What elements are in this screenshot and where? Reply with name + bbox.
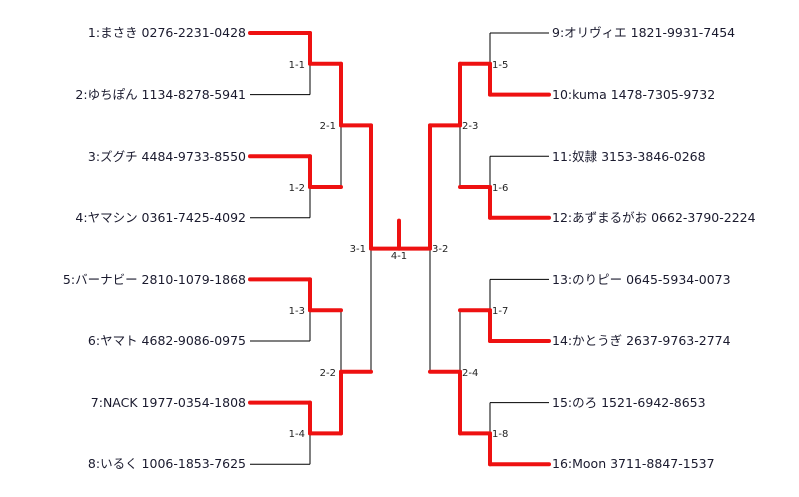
match-label-1-5: 1-5: [492, 60, 508, 71]
match-label-1-4: 1-4: [289, 429, 305, 440]
match-label-1-3: 1-3: [289, 306, 305, 317]
entrant-4: 4:ヤマシン 0361-7425-4092: [75, 210, 246, 225]
entrant-7: 7:NACK 1977-0354-1808: [91, 395, 246, 410]
match-label-1-2: 1-2: [289, 183, 305, 194]
entrant-10: 10:kuma 1478-7305-9732: [552, 87, 715, 102]
entrant-3: 3:ズグチ 4484-9733-8550: [88, 149, 246, 164]
match-labels: 1-1 1-2 1-3 1-4 2-1 2-2 3-1 4-1 3-2 2-3 …: [289, 60, 509, 440]
entrant-1: 1:まさき 0276-2231-0428: [88, 25, 246, 40]
match-label-2-1: 2-1: [320, 121, 336, 132]
entrant-8: 8:いるく 1006-1853-7625: [88, 456, 246, 471]
entrant-14: 14:かとうぎ 2637-9763-2774: [552, 333, 731, 348]
entrant-2: 2:ゆちぽん 1134-8278-5941: [75, 87, 246, 102]
right-entrants: 9:オリヴィエ 1821-9931-7454 10:kuma 1478-7305…: [552, 25, 756, 471]
match-label-4-1: 4-1: [391, 251, 407, 262]
entrant-12: 12:あずまるがお 0662-3790-2224: [552, 210, 756, 225]
match-label-2-2: 2-2: [320, 368, 336, 379]
left-entrants: 1:まさき 0276-2231-0428 2:ゆちぽん 1134-8278-59…: [63, 25, 246, 471]
match-label-3-2: 3-2: [432, 244, 448, 255]
entrant-5: 5:バーナビー 2810-1079-1868: [63, 272, 246, 287]
match-label-2-3: 2-3: [462, 121, 478, 132]
entrant-9: 9:オリヴィエ 1821-9931-7454: [552, 25, 735, 40]
match-label-1-6: 1-6: [492, 183, 508, 194]
match-label-1-8: 1-8: [492, 429, 508, 440]
entrant-13: 13:のりピー 0645-5934-0073: [552, 272, 731, 287]
bracket-lines: [248, 31, 551, 467]
entrant-15: 15:のろ 1521-6942-8653: [552, 395, 706, 410]
entrant-16: 16:Moon 3711-8847-1537: [552, 456, 715, 471]
entrant-6: 6:ヤマト 4682-9086-0975: [88, 333, 246, 348]
match-label-1-7: 1-7: [492, 306, 508, 317]
match-label-3-1: 3-1: [350, 244, 366, 255]
entrant-11: 11:奴隷 3153-3846-0268: [552, 149, 706, 164]
match-label-1-1: 1-1: [289, 60, 305, 71]
match-label-2-4: 2-4: [462, 368, 478, 379]
